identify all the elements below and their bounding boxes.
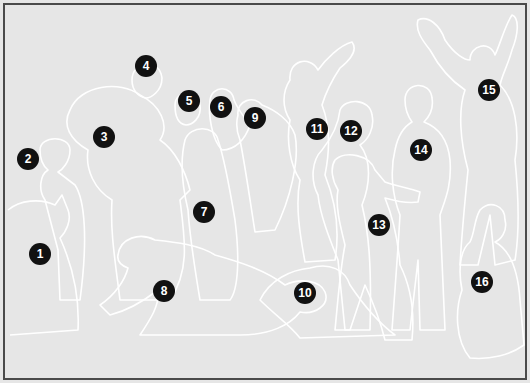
callout-number: 3 — [93, 126, 115, 148]
figure-outline — [40, 139, 85, 300]
figure-outline — [392, 85, 450, 330]
figure-outline — [284, 42, 354, 262]
figure-outline — [457, 205, 524, 359]
figure-outline — [100, 236, 326, 335]
callout-number: 10 — [294, 282, 316, 304]
callout-number: 9 — [244, 107, 266, 129]
callout-number: 4 — [135, 55, 157, 77]
figure-outlines — [8, 15, 524, 358]
figure-outline — [260, 266, 395, 338]
callout-number: 12 — [340, 120, 362, 142]
callout-number: 2 — [17, 148, 39, 170]
callout-number: 7 — [193, 201, 215, 223]
callout-number: 11 — [306, 118, 328, 140]
callout-number: 6 — [210, 96, 232, 118]
callout-number: 13 — [368, 214, 390, 236]
figure-outline — [182, 129, 238, 300]
figure-outline — [237, 100, 297, 232]
frame — [4, 4, 526, 379]
callout-number: 15 — [478, 79, 500, 101]
figure-outline — [8, 195, 78, 335]
callout-number: 1 — [29, 243, 51, 265]
callout-number: 16 — [471, 271, 493, 293]
figure-outline — [417, 15, 518, 265]
callout-number: 14 — [410, 139, 432, 161]
figure-outline — [332, 155, 420, 340]
callout-number: 5 — [178, 90, 200, 112]
callout-number: 8 — [153, 280, 175, 302]
